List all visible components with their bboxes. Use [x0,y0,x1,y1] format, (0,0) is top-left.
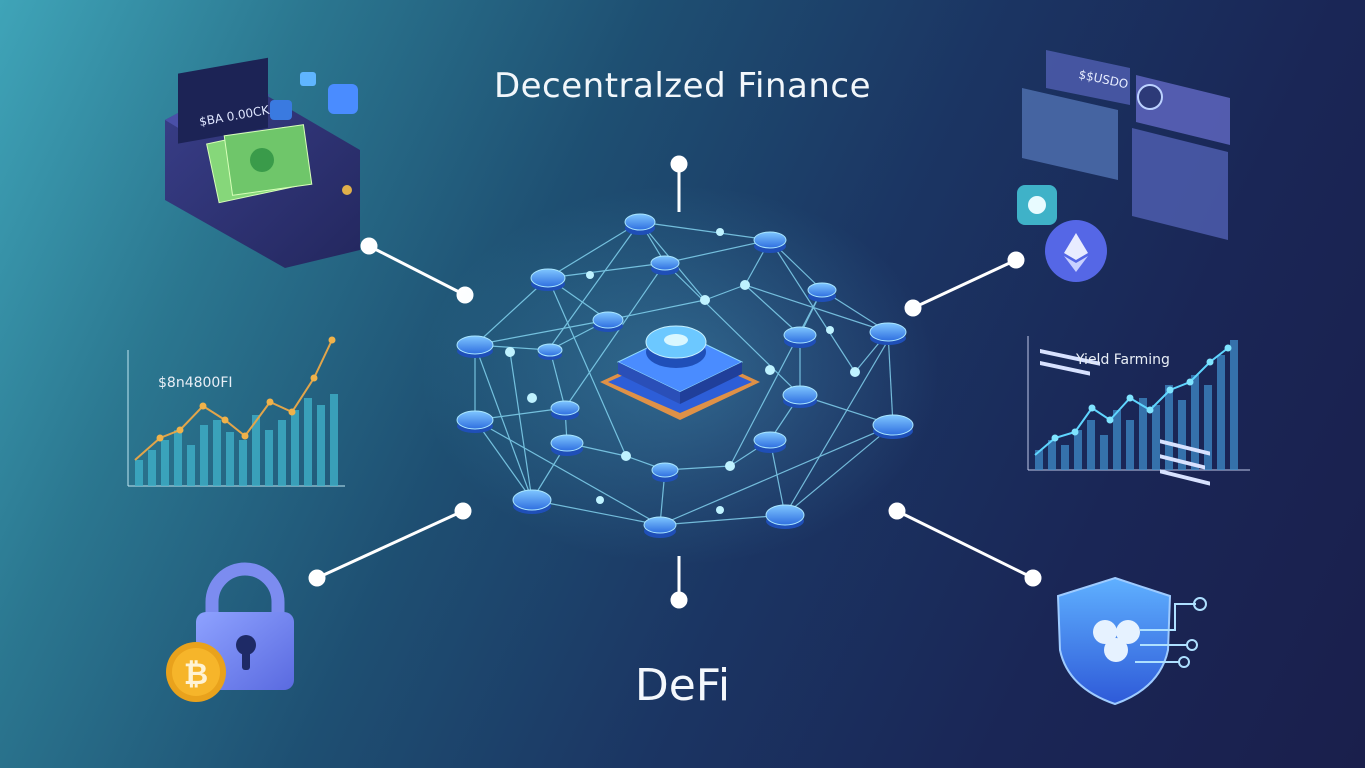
node [624,213,656,235]
node [456,410,494,433]
node [807,282,837,302]
defi-label: DeFi [634,660,731,711]
left-chart [127,336,345,487]
node [783,326,817,348]
wallet-icon [165,57,360,268]
node [512,489,552,514]
node [550,400,580,420]
node [753,431,787,453]
right-chart [1027,336,1250,471]
node [782,385,818,408]
core-chip [600,325,760,420]
node [456,335,494,358]
node [643,516,677,538]
dashboard-cards [1017,50,1230,486]
node [753,231,787,253]
right-chart-label: Yield Farming [1076,352,1170,368]
node [592,311,624,332]
node [651,462,679,482]
shield-icon [1056,576,1207,706]
page-title: Decentralzed Finance [493,66,872,106]
node [765,504,805,529]
node [537,343,563,360]
node [530,268,566,291]
node [872,414,914,439]
node [550,434,584,456]
left-chart-label: $8n4800FI [158,375,233,391]
ethereum-icon [1045,220,1107,282]
svg-text:₿: ₿ [184,657,208,692]
bitcoin-icon: ₿ [166,642,226,702]
node [869,322,907,345]
node [650,255,680,275]
network-nodes [456,213,914,538]
